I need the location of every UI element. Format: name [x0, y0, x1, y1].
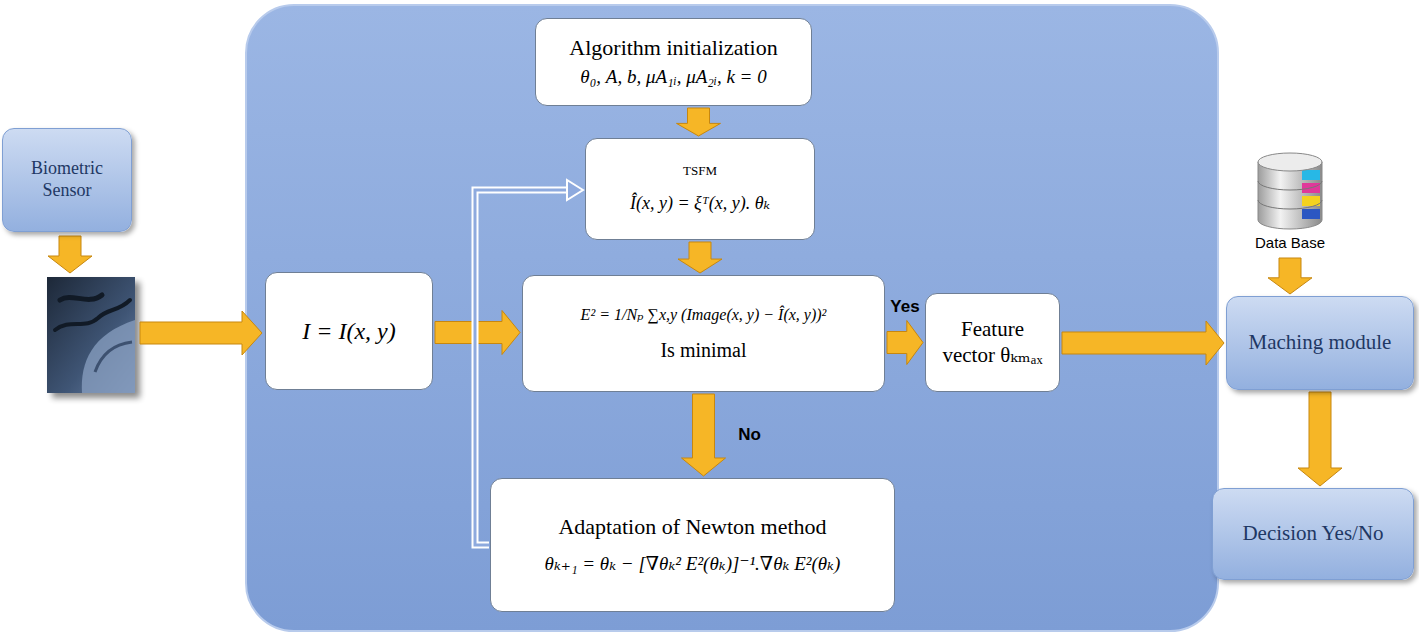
flow-arrow	[1268, 258, 1312, 294]
node-text: θ₀, A, b, μA₁ᵢ, μA₂ᵢ, k = 0	[580, 66, 766, 89]
database-icon	[1258, 153, 1322, 229]
hand-vein-image	[47, 277, 140, 398]
flow-arrow	[678, 242, 722, 273]
arrow-head	[567, 180, 583, 200]
node-title: I = I(x, y)	[302, 317, 395, 346]
process-box: Algorithm initialization θ₀, A, b, μA₁ᵢ, …	[535, 18, 812, 106]
node-title: Adaptation of Newton method	[558, 514, 826, 540]
connector-group	[682, 394, 726, 476]
decision-box: Decision Yes/No	[1212, 488, 1414, 580]
node-title: Maching module	[1249, 330, 1392, 355]
sensor-box: Biometric Sensor	[2, 128, 132, 232]
process-box: TSFM Î(x, y) = ξᵀ(x, y). θₖ	[585, 138, 815, 240]
flow-arrow	[1298, 392, 1342, 486]
module-box: Maching module	[1226, 296, 1414, 390]
node-title: Feature vector θₖₘₐₓ	[936, 317, 1049, 367]
node-title: TSFM	[683, 163, 717, 179]
process-panel	[246, 5, 1218, 631]
connector-group	[678, 242, 722, 273]
connector-group	[1268, 258, 1312, 294]
node-text: Î(x, y) = ξᵀ(x, y). θₖ	[630, 193, 770, 215]
flow-arrow	[677, 108, 721, 136]
edge-label: No	[738, 425, 761, 445]
node-text: θₖ₊₁ = θₖ − [∇θₖ² E²(θₖ)]⁻¹.∇θₖ E²(θₖ)	[545, 553, 841, 576]
database-node: Data Base	[1238, 150, 1342, 256]
node-title: E² = 1/Nₚ ∑x,y (Image(x, y) − Î(x, y))²	[581, 305, 827, 324]
node-text: Is minimal	[660, 338, 746, 362]
flow-arrow	[48, 236, 92, 273]
input-box: I = I(x, y)	[265, 272, 433, 390]
node-title: Data Base	[1255, 234, 1325, 252]
node-title: Decision Yes/No	[1242, 521, 1383, 546]
output-box: Feature vector θₖₘₐₓ	[925, 293, 1060, 392]
edge-label: Yes	[890, 297, 919, 317]
connector-group	[677, 108, 721, 136]
flow-arrow	[682, 394, 726, 476]
flow-arrow	[140, 311, 262, 355]
connector-group	[1298, 392, 1342, 486]
node-title: Algorithm initialization	[569, 35, 777, 61]
flow-arrow	[1062, 321, 1224, 365]
decision-box: E² = 1/Nₚ ∑x,y (Image(x, y) − Î(x, y))² I…	[522, 275, 885, 392]
node-title: Biometric Sensor	[13, 158, 121, 201]
connector-group	[887, 321, 923, 365]
process-box: Adaptation of Newton method θₖ₊₁ = θₖ − […	[490, 478, 895, 612]
flow-arrow	[887, 321, 923, 365]
connector-group	[1062, 321, 1224, 365]
